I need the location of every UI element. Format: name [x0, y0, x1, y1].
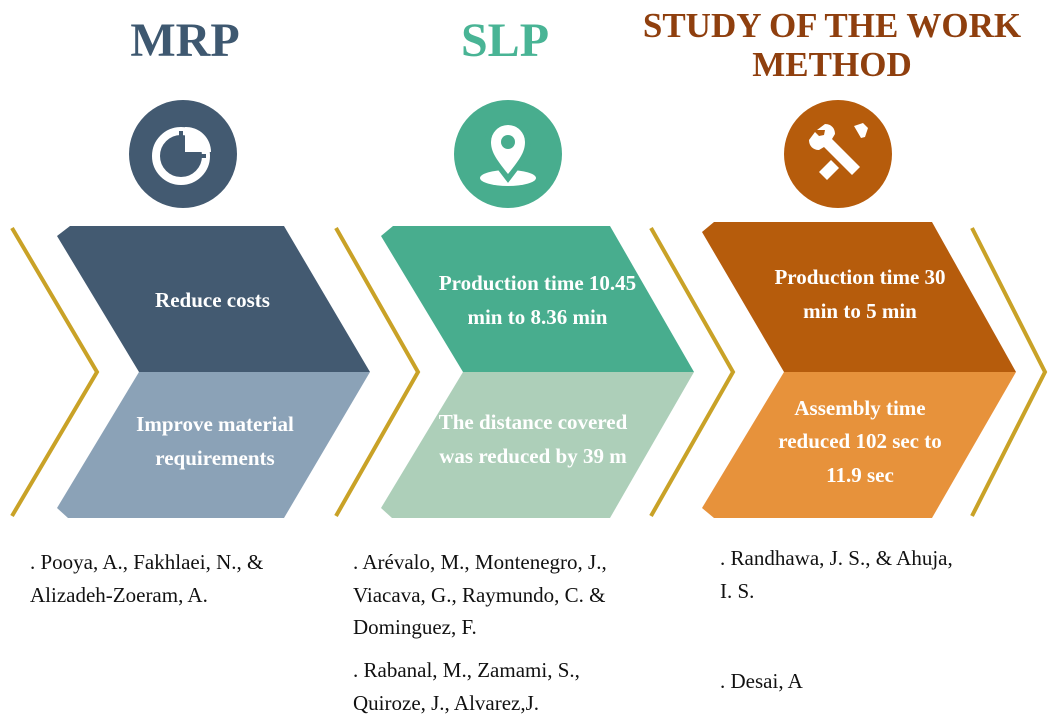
work-reference-1-text: . Randhawa, J. S., & Ahuja, I. S. [720, 546, 953, 603]
mrp-title-text: MRP [130, 14, 240, 67]
work-reference-2: . Desai, A [720, 665, 960, 698]
mrp-reference-1-text: . Pooya, A., Fakhlaei, N., & Alizadeh-Zo… [30, 550, 264, 607]
slp-bottom-shape [381, 372, 694, 518]
work-method-title: STUDY OF THE WORK METHOD [618, 6, 1046, 84]
mrp-bottom-shape [57, 372, 370, 518]
chevron-4 [970, 227, 1048, 517]
work-bottom-text: Assembly time reduced 102 sec to 11.9 se… [770, 382, 950, 502]
mrp-top-text: Reduce costs [105, 236, 320, 366]
slp-title-text: SLP [460, 14, 550, 67]
slp-reference-1-text: . Arévalo, M., Montenegro, J., Viacava, … [353, 550, 607, 640]
chevron-2 [334, 227, 421, 517]
wrench-screwdriver-icon [784, 100, 892, 208]
slp-title: SLP [415, 14, 595, 68]
pie-chart-icon [129, 100, 237, 208]
chevron-3 [649, 227, 736, 517]
slp-top-label: Production time 10.45 min to 8.36 min [438, 271, 637, 329]
slp-bottom-text: The distance covered was reduced by 39 m [433, 380, 633, 500]
work-top-shape [702, 222, 1016, 372]
mrp-top-shape [57, 226, 370, 372]
slp-bottom-label: The distance covered was reduced by 39 m [438, 410, 628, 468]
slp-reference-1: . Arévalo, M., Montenegro, J., Viacava, … [353, 546, 683, 644]
work-reference-1: . Randhawa, J. S., & Ahuja, I. S. [720, 542, 960, 607]
work-top-text: Production time 30 min to 5 min [755, 230, 965, 360]
mrp-bottom-text: Improve material requirements [110, 382, 320, 502]
mrp-title: MRP [95, 14, 275, 68]
mrp-top-label: Reduce costs [155, 288, 270, 313]
location-pin-icon [454, 100, 562, 208]
slp-top-text: Production time 10.45 min to 8.36 min [430, 236, 645, 366]
mrp-reference-1: . Pooya, A., Fakhlaei, N., & Alizadeh-Zo… [30, 546, 325, 611]
work-reference-2-text: . Desai, A [720, 669, 803, 693]
slp-top-shape [381, 226, 694, 372]
slp-reference-2-text: . Rabanal, M., Zamami, S., Quiroze, J., … [353, 658, 580, 715]
slp-reference-2: . Rabanal, M., Zamami, S., Quiroze, J., … [353, 654, 643, 719]
mrp-bottom-label: Improve material requirements [136, 412, 294, 470]
work-method-title-text: STUDY OF THE WORK METHOD [642, 6, 1022, 85]
work-top-label: Production time 30 min to 5 min [774, 265, 946, 323]
chevron-1 [10, 226, 100, 518]
work-bottom-label: Assembly time reduced 102 sec to 11.9 se… [778, 395, 942, 487]
work-bottom-shape [702, 372, 1016, 518]
